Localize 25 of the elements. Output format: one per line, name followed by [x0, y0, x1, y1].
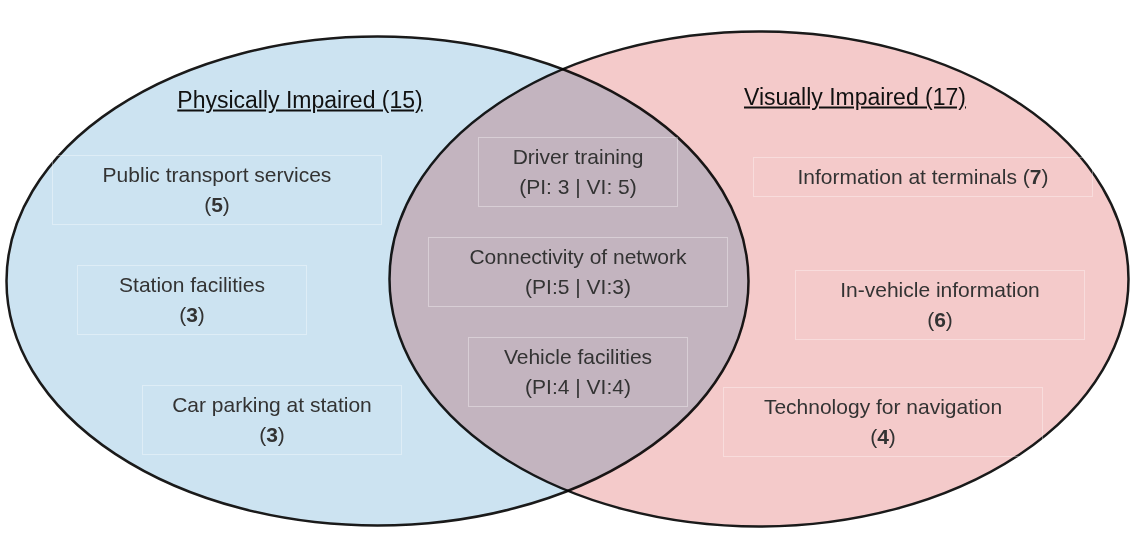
set-title: Physically Impaired (15) — [177, 86, 423, 114]
count: (PI: 3 | VI: 5) — [519, 174, 637, 200]
count: (3) — [179, 302, 205, 328]
count: (4) — [870, 424, 896, 450]
category-box — [478, 137, 678, 207]
category-name: Station facilities — [119, 272, 265, 298]
category-box — [723, 387, 1043, 457]
count: (PI:4 | VI:4) — [525, 374, 631, 400]
category-name: Public transport services — [102, 162, 332, 188]
category-name: Car parking at station — [172, 392, 372, 418]
category-name: Vehicle facilities — [503, 344, 653, 370]
category-box — [52, 155, 382, 225]
set-title: Visually Impaired (17) — [744, 83, 966, 111]
category-name: Technology for navigation — [763, 394, 1003, 420]
count: (6) — [927, 307, 953, 333]
category-name: Connectivity of network — [469, 244, 687, 270]
category-box — [753, 157, 1093, 197]
category-box — [468, 337, 688, 407]
category-name: Driver training — [512, 144, 644, 170]
category-name: In-vehicle information — [840, 277, 1040, 303]
count: (PI:5 | VI:3) — [525, 274, 631, 300]
count: (3) — [259, 422, 285, 448]
category-name: Information at terminals (7) — [797, 164, 1049, 190]
category-box — [428, 237, 728, 307]
count: (5) — [204, 192, 230, 218]
